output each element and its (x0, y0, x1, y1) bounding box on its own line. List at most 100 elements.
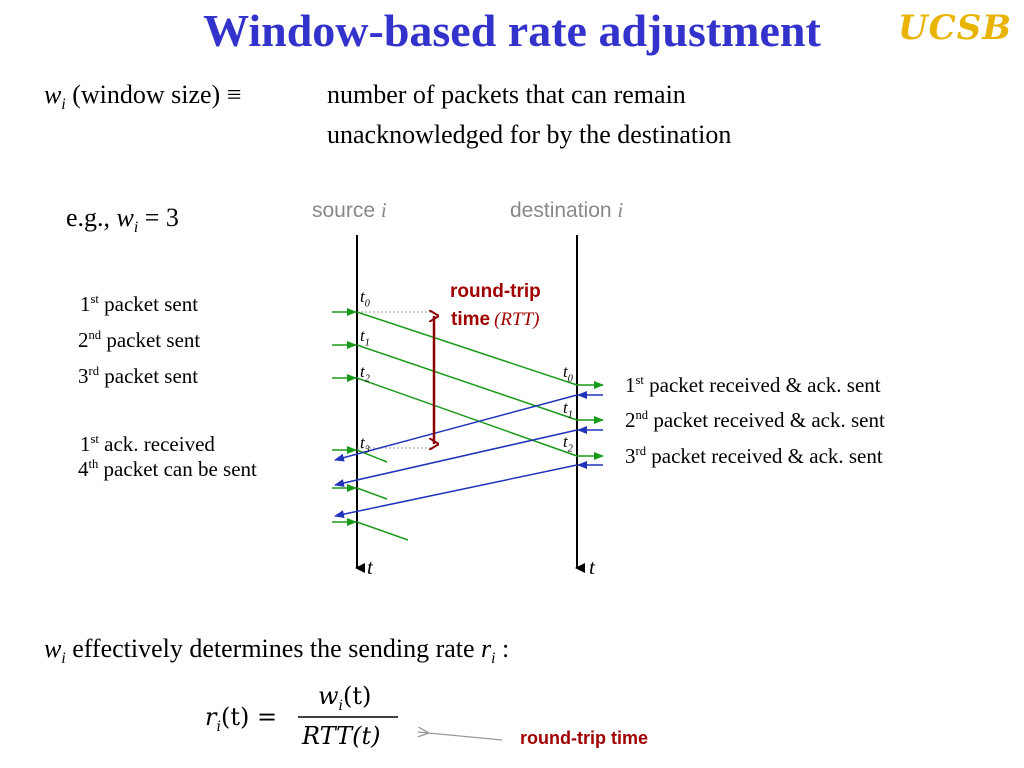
src-tick-t2-var: t (360, 362, 365, 381)
destination-index: i (617, 198, 624, 222)
formula-lhs-sub: i (216, 718, 221, 735)
source-index: i (380, 198, 387, 222)
example-text: e.g., wi = 3 (66, 203, 179, 237)
right-event-3-sup: rd (635, 444, 647, 458)
left-event-4-sup: st (90, 432, 99, 446)
formula-num-w: w (318, 682, 339, 710)
src-tick-t3-sub: 3 (364, 444, 370, 456)
dst-tick-t1: t1 (563, 398, 573, 420)
formula-lhs-arg: (t) = (220, 703, 278, 731)
left-event-5-sup: th (88, 457, 99, 471)
rtt-abbrev: (RTT) (494, 309, 540, 330)
src-tick-t2-sub: 2 (364, 373, 370, 385)
rtt-label-line2: time (RTT) (451, 309, 539, 331)
rate-statement-r-sub: i (491, 650, 496, 668)
dst-tick-t0-var: t (563, 362, 568, 381)
left-event-1-text: packet sent (104, 292, 199, 316)
example-value: = 3 (144, 203, 179, 232)
left-event-3-num: 3 (78, 364, 89, 388)
left-event-1-num: 1 (80, 292, 91, 316)
left-event-4-text: ack. received (104, 432, 215, 456)
destination-label: destination (510, 199, 612, 222)
src-tick-t2: t2 (360, 362, 370, 384)
definition-line-1: number of packets that can remain (327, 80, 686, 109)
left-event-3: 3rd packet sent (78, 364, 198, 389)
ack-line-1 (334, 394, 578, 462)
right-event-1-text: packet received & ack. sent (649, 373, 881, 397)
dst-tick-t2-var: t (563, 432, 568, 451)
ack-line-3 (334, 464, 578, 519)
left-event-5-text: packet can be sent (103, 457, 257, 481)
formula-numerator: wi(t) (318, 682, 371, 714)
packet-line-3 (356, 377, 578, 457)
example-sub: i (133, 219, 139, 237)
rate-statement-r: r (481, 634, 492, 663)
dst-tick-t1-sub: 1 (567, 409, 573, 421)
destination-time-axis-label: t (589, 555, 595, 579)
slide-title: Window-based rate adjustment (203, 5, 821, 56)
example-prefix: e.g., (66, 203, 111, 232)
definition-term: wi (window size) ≡ (44, 80, 241, 114)
left-event-1-sup: st (90, 292, 99, 306)
left-event-2: 2nd packet sent (78, 328, 200, 353)
window-size-paren: (window size) (72, 80, 221, 109)
rtt-pointer-arrow (418, 732, 503, 741)
source-label: source (312, 199, 376, 222)
left-event-4: 1st ack. received (80, 432, 215, 457)
formula-num-sub: i (338, 697, 344, 714)
formula-lhs: ri(t) = (205, 703, 277, 735)
src-tick-t1-sub: 1 (364, 337, 370, 349)
right-event-2: 2nd packet received & ack. sent (625, 408, 885, 433)
rate-statement-text: effectively determines the sending rate (72, 634, 475, 663)
formula-num-arg: (t) (343, 682, 372, 710)
dst-tick-t0: t0 (563, 362, 573, 384)
right-event-2-num: 2 (625, 408, 636, 432)
right-event-3-num: 3 (625, 444, 636, 468)
ucsb-logo: UCSB (897, 8, 1012, 48)
packet-line-1 (356, 311, 578, 386)
left-event-2-text: packet sent (106, 328, 201, 352)
dst-tick-t0-sub: 0 (567, 373, 573, 385)
src-tick-t1: t1 (360, 326, 370, 348)
definition-line-2: unacknowledged for by the destination (327, 120, 732, 149)
packet-line-2 (356, 344, 578, 421)
packet-line-5 (356, 487, 388, 500)
left-event-3-text: packet sent (104, 364, 199, 388)
left-event-1: 1st packet sent (80, 292, 198, 317)
src-tick-t3: t3 (360, 433, 370, 455)
right-event-1-num: 1 (625, 373, 636, 397)
destination-header: destination i (510, 198, 623, 223)
packet-line-6 (356, 521, 409, 541)
rtt-label-time: time (451, 309, 491, 330)
dst-tick-t2: t2 (563, 432, 573, 454)
ack-line-2 (334, 429, 578, 487)
rate-statement-w-sub: i (61, 650, 66, 668)
left-event-3-sup: rd (88, 364, 100, 378)
right-event-3-text: packet received & ack. sent (651, 444, 883, 468)
formula-lhs-r: r (205, 703, 217, 731)
src-tick-t0-sub: 0 (364, 298, 370, 310)
rate-statement-w: w (44, 634, 62, 663)
src-tick-t0: t0 (360, 287, 370, 309)
right-event-1-sup: st (635, 373, 644, 387)
formula-denominator: RTT(t) (302, 722, 381, 750)
src-tick-t3-var: t (360, 433, 365, 452)
left-event-4-num: 1 (80, 432, 91, 456)
left-event-5-num: 4 (78, 457, 89, 481)
source-header: source i (312, 198, 387, 223)
window-symbol: w (44, 80, 62, 109)
right-event-2-sup: nd (635, 408, 649, 422)
window-symbol-sub: i (61, 96, 66, 114)
right-event-2-text: packet received & ack. sent (653, 408, 885, 432)
equiv-symbol: ≡ (226, 80, 242, 109)
rtt-label-line1: round-trip (450, 281, 541, 302)
source-time-axis-label: t (367, 555, 373, 579)
src-tick-t1-var: t (360, 326, 365, 345)
rate-statement: wi effectively determines the sending ra… (44, 634, 509, 668)
rtt-annotation: round-trip time (520, 728, 648, 748)
left-event-5: 4th packet can be sent (78, 457, 257, 482)
dst-tick-t2-sub: 2 (567, 443, 573, 455)
left-event-2-num: 2 (78, 328, 89, 352)
example-var: w (116, 203, 134, 232)
